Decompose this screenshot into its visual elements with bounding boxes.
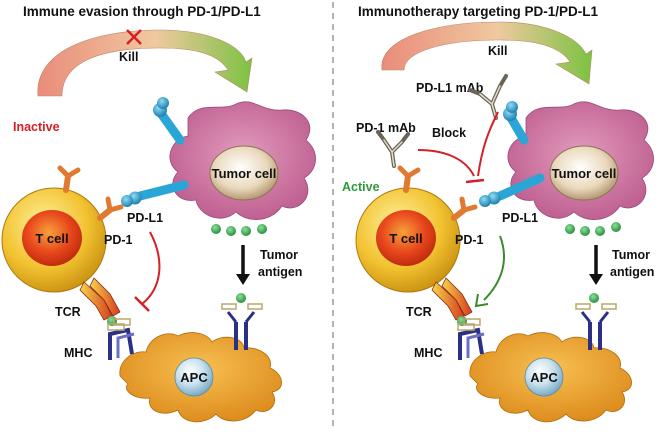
left-t-cell: T cell [1,187,107,293]
left-kill-label: Kill [119,50,138,64]
left-tumor-antigens [211,224,267,236]
left-pdl1-label: PD-L1 [127,211,163,225]
left-tcr [79,277,121,321]
left-mhc [107,318,135,360]
right-kill-label: Kill [488,44,507,58]
right-free-antigen [589,293,599,303]
right-tcr-label: TCR [406,305,432,319]
left-tumor-cell: Tumor cell [169,101,316,220]
left-tumor-cell-label: Tumor cell [212,166,277,181]
left-t-cell-label: T cell [35,231,68,246]
right-kill-arrow [381,21,593,85]
left-apc: APC [119,332,282,423]
left-pdl1-top [153,97,185,145]
right-pdl1-mab-label: PD-L1 mAb [416,81,484,95]
right-apc: APC [469,332,632,423]
right-tumor-cell: Tumor cell [507,101,654,220]
right-state-active: Active [342,180,380,194]
right-tcr [431,277,473,321]
right-antigen-arrow [589,245,603,285]
left-pd1-receptor [97,196,124,221]
left-tumor-label: Tumor [260,248,298,262]
right-mhc-antigen [575,303,617,350]
left-pdl1-receptor [121,180,189,207]
left-apc-label: APC [180,370,208,385]
left-kill-arrow [37,29,253,97]
right-pd1-label: PD-1 [455,233,484,247]
right-pdl1-label: PD-L1 [502,211,538,225]
right-pd1-receptor-top [397,165,421,193]
right-t-cell: T cell [355,187,461,293]
left-inhibition-arrow [134,231,161,312]
right-pdl1-receptor [479,173,545,207]
right-pdl1-antibody-icon [468,74,508,120]
right-mhc-label: MHC [414,346,442,360]
right-pd1-mab-label: PD-1 mAb [356,121,416,135]
left-antigen-label: antigen [258,265,302,279]
left-tcr-label: TCR [55,305,81,319]
left-mhc-label: MHC [64,346,92,360]
right-tumor-cell-label: Tumor cell [552,166,617,181]
left-pd1-receptor-top [57,165,81,193]
right-antigen-label: antigen [610,265,654,279]
right-pd1-antibody-icon [376,130,410,168]
left-panel-title: Immune evasion through PD-1/PD-L1 [23,4,261,19]
left-panel: Immune evasion through PD-1/PD-L1 Kill I… [1,4,316,423]
right-activation-arrow [474,235,505,308]
left-pd1-label: PD-1 [104,233,133,247]
right-panel: Immunotherapy targeting PD-1/PD-L1 Kill … [342,4,654,423]
left-antigen-arrow [236,245,250,285]
right-block-inhibition [417,111,499,184]
left-mhc-antigen [221,303,263,350]
right-t-cell-label: T cell [389,231,422,246]
right-tumor-label: Tumor [612,248,650,262]
left-free-antigen [236,293,246,303]
left-kill-cross-icon [126,29,142,45]
right-pd1-receptor [451,196,478,221]
left-state-inactive: Inactive [13,120,60,134]
right-panel-title: Immunotherapy targeting PD-1/PD-L1 [358,4,599,19]
right-pdl1-top [503,101,529,145]
right-apc-label: APC [530,370,558,385]
right-block-label: Block [432,126,466,140]
right-tumor-antigens [565,222,621,236]
right-mhc [457,318,485,360]
